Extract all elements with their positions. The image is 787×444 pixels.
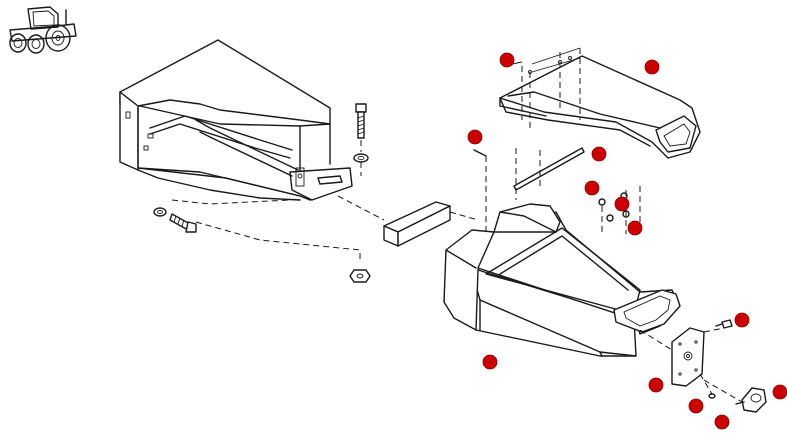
upper-armrest-housing	[119, 39, 353, 201]
callout-1[interactable]	[499, 52, 515, 68]
nut-lower	[349, 269, 371, 283]
bolt-upper	[355, 103, 367, 139]
callout-7[interactable]	[627, 220, 643, 236]
armrest-cushion	[499, 55, 701, 159]
hinge-rod	[513, 147, 585, 200]
pin-lower	[699, 373, 716, 399]
armrest-base	[443, 203, 681, 357]
callout-6[interactable]	[614, 196, 630, 212]
tractor-icon	[9, 6, 77, 54]
callout-11[interactable]	[648, 377, 664, 393]
filler-block	[383, 201, 451, 247]
callout-5[interactable]	[584, 180, 600, 196]
callout-3[interactable]	[467, 129, 483, 145]
screw-plate	[715, 319, 733, 329]
callout-10[interactable]	[772, 384, 787, 400]
pins-upper	[511, 47, 581, 128]
callout-4[interactable]	[591, 146, 607, 162]
callout-8[interactable]	[482, 354, 498, 370]
callout-13[interactable]	[714, 414, 730, 430]
bolt-left	[169, 213, 197, 233]
callout-12[interactable]	[688, 398, 704, 414]
callout-markers	[467, 52, 787, 430]
callout-2[interactable]	[644, 59, 660, 75]
screws-right	[598, 186, 641, 234]
washer-left	[153, 207, 167, 217]
washer-upper	[353, 153, 369, 163]
mounting-plate	[639, 327, 725, 387]
callout-9[interactable]	[734, 312, 750, 328]
adjust-knob	[703, 379, 767, 413]
